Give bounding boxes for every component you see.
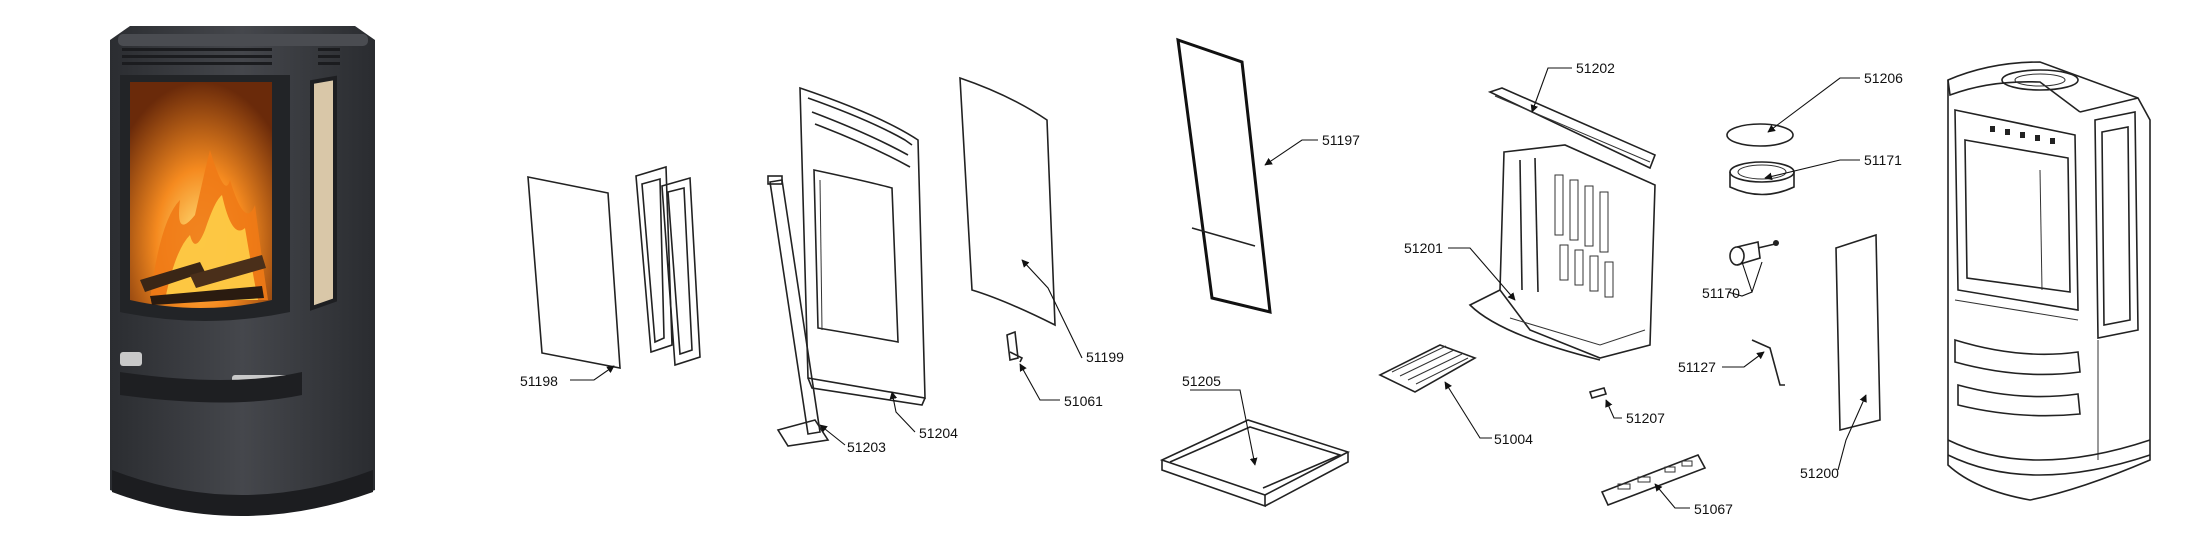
part-51067-rail: 51067 [1600, 453, 1733, 517]
part-51204-door-frame: 51204 [799, 86, 958, 441]
label-51205: 51205 [1182, 373, 1221, 389]
assembled-stove-drawing [1947, 61, 2151, 501]
label-51199: 51199 [1086, 349, 1124, 365]
door-handle-icon [120, 352, 142, 366]
label-51201: 51201 [1404, 240, 1443, 256]
label-51206: 51206 [1864, 70, 1903, 86]
label-51203: 51203 [847, 439, 886, 455]
logs [140, 255, 266, 305]
label-51200: 51200 [1800, 465, 1839, 481]
label-51067: 51067 [1694, 501, 1733, 517]
label-51127: 51127 [1678, 359, 1716, 375]
part-51171-collar: 51171 [1729, 152, 1902, 196]
label-51202: 51202 [1576, 60, 1615, 76]
label-51171: 51171 [1864, 152, 1902, 168]
stove-photo [110, 26, 375, 516]
part-51199-door-glass: 51199 [959, 76, 1124, 365]
label-51061: 51061 [1064, 393, 1103, 409]
part-51206-disc: 51206 [1726, 70, 1903, 147]
part-51205-ash-pan: 51205 [1159, 373, 1351, 508]
part-51201-firebox-liner: 51201 [1404, 144, 1656, 361]
label-51207: 51207 [1626, 410, 1665, 426]
part-51061-clip: 51061 [1006, 330, 1103, 409]
part-51127-key: 51127 [1678, 339, 1785, 386]
part-51200-side-glass: 51200 [1800, 233, 1881, 481]
part-51004-grate: 51004 [1378, 344, 1533, 447]
part-51202-baffle: 51202 [1487, 60, 1657, 170]
label-51004: 51004 [1494, 431, 1533, 447]
label-51198: 51198 [520, 373, 558, 389]
part-51203-handle-rod: 51203 [767, 175, 886, 455]
label-51204: 51204 [919, 425, 958, 441]
label-51170: 51170 [1702, 285, 1740, 301]
label-51197: 51197 [1322, 132, 1360, 148]
part-51207-clip: 51207 [1588, 387, 1665, 426]
part-51170-knob: 51170 [1702, 240, 1779, 301]
part-51198-side-glass: 51198 [520, 165, 701, 389]
part-51197-front-glass: 51197 [1176, 37, 1360, 314]
